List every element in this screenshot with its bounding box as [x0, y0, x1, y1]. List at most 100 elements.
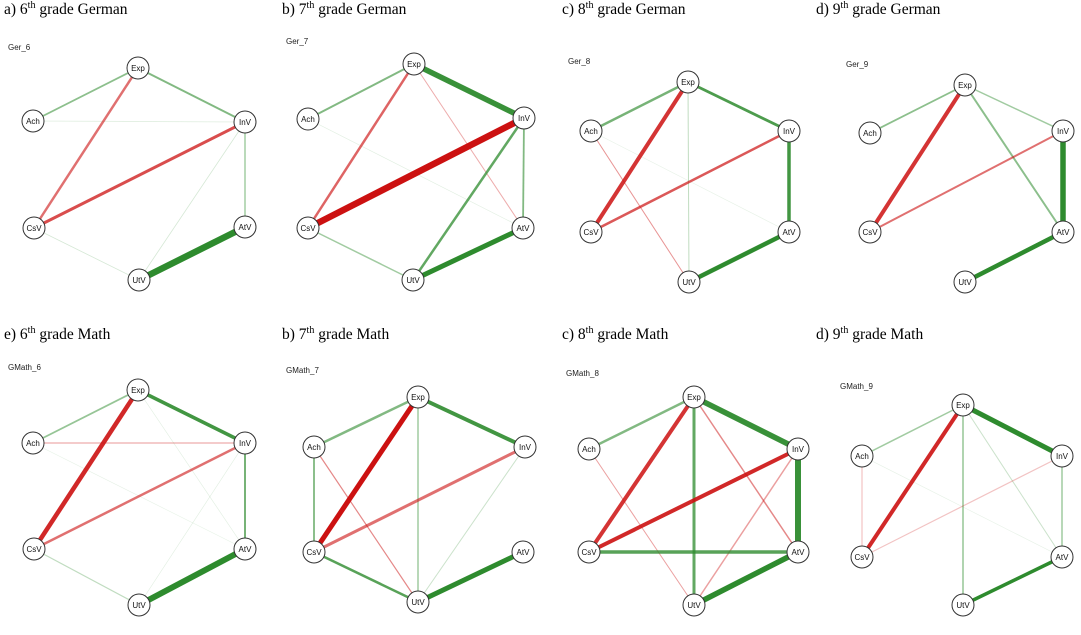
- edge-exp-csv: [868, 83, 967, 234]
- node-inv: InV: [777, 119, 801, 143]
- node-label: UtV: [132, 276, 146, 285]
- node-circle: [850, 545, 874, 569]
- node-inv: InV: [233, 110, 257, 134]
- node-circle: [951, 393, 975, 417]
- node-label: InV: [783, 127, 796, 136]
- edge-exp-atv: [962, 404, 1063, 558]
- node-utv: UtV: [682, 593, 706, 617]
- node-circle: [1051, 220, 1075, 244]
- node-label: UtV: [687, 601, 701, 610]
- edge-inv-utv: [417, 446, 526, 603]
- edge-atv-utv: [137, 546, 247, 608]
- node-label: Exp: [687, 393, 701, 402]
- node-circle: [21, 431, 45, 455]
- node-label: Ach: [307, 443, 321, 452]
- node-label: UtV: [411, 598, 425, 607]
- node-circle: [233, 215, 257, 239]
- node-csv: CsV: [302, 540, 326, 564]
- edge-exp-csv: [587, 395, 696, 554]
- node-csv: CsV: [22, 216, 46, 240]
- node-exp: Exp: [126, 56, 150, 80]
- node-ach: Ach: [296, 107, 320, 131]
- panel-title: c) 8th grade Math: [562, 325, 669, 344]
- edge-inv-csv: [869, 130, 1064, 233]
- node-atv: AtV: [233, 537, 257, 561]
- node-label: CsV: [583, 228, 599, 237]
- node-label: Ach: [301, 115, 315, 124]
- node-label: InV: [518, 114, 531, 123]
- node-label: CsV: [26, 545, 42, 554]
- edge-inv-csv: [33, 441, 246, 551]
- node-circle: [777, 119, 801, 143]
- edge-ach-exp: [869, 84, 966, 134]
- node-label: Exp: [411, 393, 425, 402]
- graph-name: GMath_6: [8, 363, 41, 372]
- node-label: Exp: [958, 81, 972, 90]
- node-label: UtV: [958, 278, 972, 287]
- edge-ach-exp: [861, 404, 964, 457]
- node-label: UtV: [132, 601, 146, 610]
- node-label: AtV: [792, 548, 806, 557]
- node-inv: InV: [786, 437, 810, 461]
- node-circle: [858, 220, 882, 244]
- panel-title: a) 6th grade German: [4, 0, 128, 19]
- edge-exp-inv: [687, 80, 790, 133]
- node-label: Ach: [855, 452, 869, 461]
- graph-name: Ger_8: [568, 57, 591, 66]
- node-utv: UtV: [127, 593, 151, 617]
- node-csv: CsV: [858, 220, 882, 244]
- node-circle: [511, 540, 535, 564]
- node-label: CsV: [300, 224, 316, 233]
- node-circle: [126, 378, 150, 402]
- node-label: AtV: [517, 548, 531, 557]
- node-circle: [302, 435, 326, 459]
- node-circle: [513, 435, 537, 459]
- node-circle: [1050, 444, 1074, 468]
- node-exp: Exp: [951, 393, 975, 417]
- node-circle: [951, 593, 975, 617]
- edge-exp-inv: [412, 61, 526, 121]
- panel-title: d) 9th grade Math: [816, 325, 924, 344]
- node-circle: [126, 56, 150, 80]
- node-circle: [858, 121, 882, 145]
- node-utv: UtV: [953, 270, 977, 294]
- edge-ach-exp: [32, 67, 139, 122]
- edge-ach-exp: [313, 395, 419, 449]
- node-circle: [777, 220, 801, 244]
- edge-atv-utv: [962, 555, 1063, 607]
- edge-csv-utv: [307, 227, 414, 281]
- node-atv: AtV: [511, 540, 535, 564]
- edge-atv-utv: [416, 549, 525, 605]
- edge-csv-utv: [313, 550, 419, 604]
- node-label: AtV: [239, 223, 253, 232]
- node-circle: [577, 437, 601, 461]
- edge-ach-exp: [590, 80, 689, 133]
- node-csv: CsV: [577, 540, 601, 564]
- node-circle: [406, 385, 430, 409]
- edge-exp-csv: [32, 388, 140, 551]
- node-circle: [406, 590, 430, 614]
- node-utv: UtV: [406, 590, 430, 614]
- panel-title: b) 7th grade German: [282, 0, 407, 19]
- edge-exp-atv: [964, 84, 1064, 233]
- node-circle: [1050, 545, 1074, 569]
- edge-inv-csv: [861, 455, 1063, 558]
- node-circle: [579, 220, 603, 244]
- node-exp: Exp: [682, 385, 706, 409]
- node-label: CsV: [854, 553, 870, 562]
- node-circle: [402, 52, 426, 76]
- node-ach: Ach: [302, 435, 326, 459]
- node-circle: [577, 540, 601, 564]
- panel-title: b) 7th grade Math: [282, 325, 390, 344]
- node-atv: AtV: [786, 540, 810, 564]
- node-circle: [22, 537, 46, 561]
- node-ach: Ach: [858, 121, 882, 145]
- edge-inv-utv: [138, 121, 246, 281]
